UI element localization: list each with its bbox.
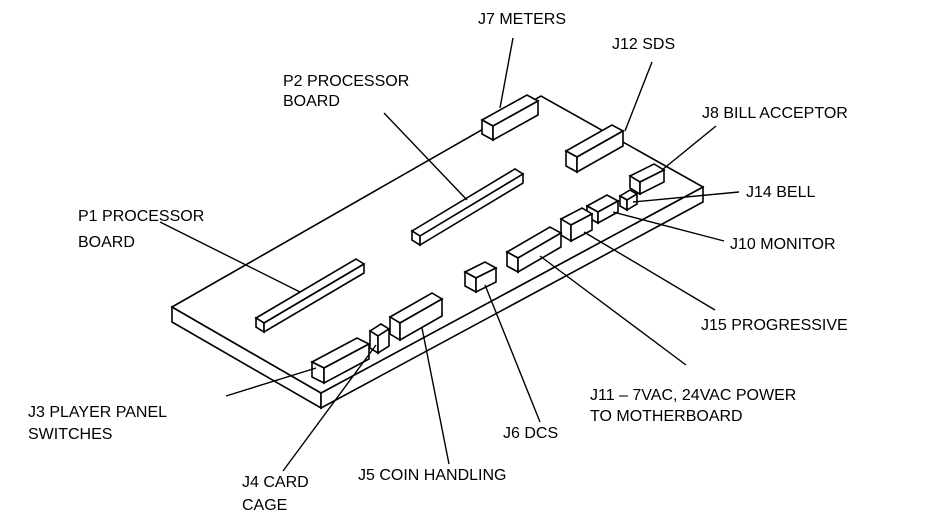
j11-label-line2: TO MOTHERBOARD [590,408,743,425]
j12-connector [564,124,625,174]
j4-label-line2: CAGE [242,497,287,514]
j14-label: J14 BELL [746,184,815,201]
j4-connector [368,323,391,355]
j6-label: J6 DCS [503,425,558,442]
j15-label: J15 PROGRESSIVE [701,317,848,334]
p1-leader [159,221,301,293]
p2-label-line2: BOARD [283,93,340,110]
j6-leader [484,284,541,423]
j5-label: J5 COIN HANDLING [358,467,506,484]
j14-connector [618,189,639,212]
j7-leader [499,37,514,109]
j12-leader [624,61,653,132]
j3-label-line1: J3 PLAYER PANEL [28,404,167,421]
j8-leader [661,125,717,171]
j3-leader [225,367,317,397]
motherboard [170,95,705,410]
j10-label: J10 MONITOR [730,236,836,253]
j14-leader [632,191,740,203]
p2-label-line1: P2 PROCESSOR [283,73,409,90]
j15-connector [559,207,594,243]
j4-label-line1: J4 CARD [242,474,309,491]
leader-lines [159,37,740,472]
j3-label-line2: SWITCHES [28,426,112,443]
j8-connector [628,163,666,196]
j10-leader [612,211,725,242]
j7-connector [480,94,540,142]
p1-connector [254,258,366,334]
j5-leader [421,327,450,465]
p2-leader [383,112,468,201]
j3-connector [310,337,371,385]
j11-connector [505,226,563,274]
p1-label-line1: P1 PROCESSOR [78,208,204,225]
callout-labels: J7 METERS J12 SDS P2 PROCESSOR BOARD J8 … [28,11,848,514]
j4-leader [282,344,377,472]
p2-connector [410,168,525,247]
j6-connector [463,261,498,294]
j5-connector [388,292,444,342]
j7-label: J7 METERS [478,11,566,28]
p1-label-line2: BOARD [78,234,135,251]
j11-leader [539,255,687,366]
j8-label: J8 BILL ACCEPTOR [702,105,848,122]
j12-label: J12 SDS [612,36,675,53]
j11-label-line1: J11 – 7VAC, 24VAC POWER [590,387,796,404]
j15-leader [583,231,716,311]
